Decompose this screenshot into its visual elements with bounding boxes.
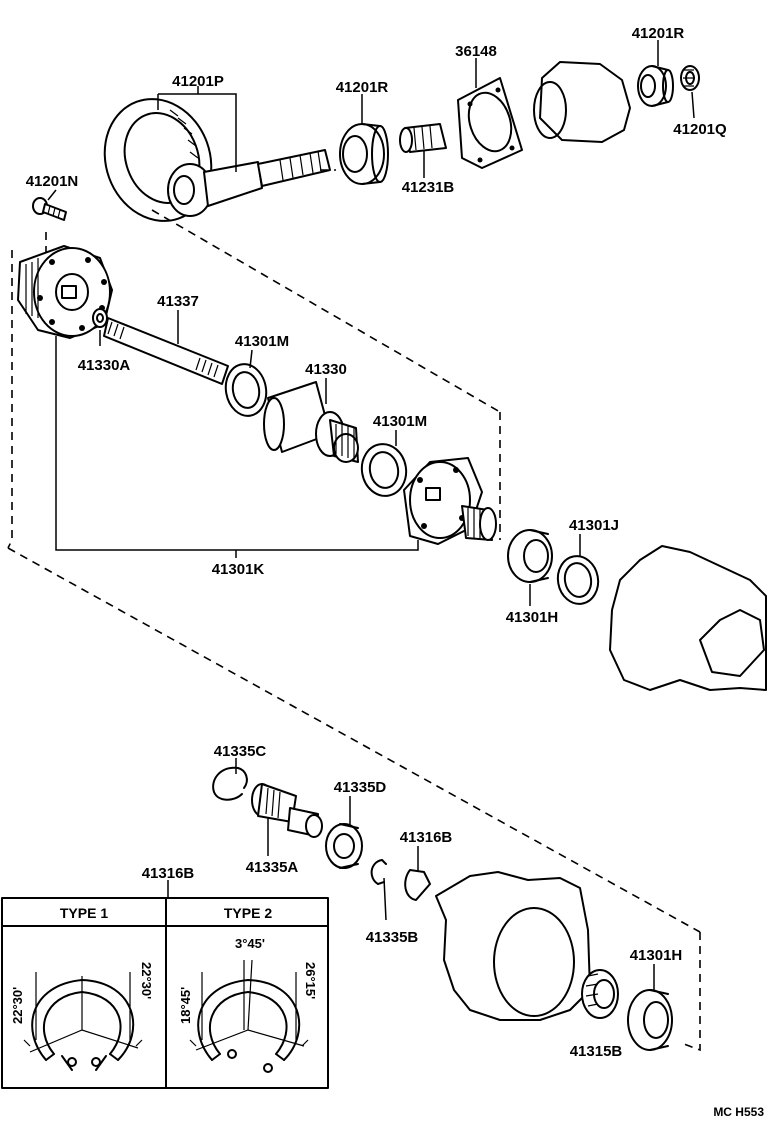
label-41335D: 41335D [334, 779, 387, 796]
label-41315B: 41315B [570, 1043, 623, 1060]
snap-ring-type-detail [1, 897, 329, 1089]
label-41201Q: 41201Q [673, 121, 727, 138]
part-labels: 41201P 41201R 36148 41201R 41201Q 41231B… [26, 25, 727, 1060]
transaxle-case-lower [435, 871, 591, 1021]
transaxle-case-right [609, 545, 767, 691]
bearing-41201R-right [637, 65, 674, 107]
label-41201R-top: 41201R [336, 79, 389, 96]
label-41301J: 41301J [569, 517, 619, 534]
type-2-title: TYPE 2 [224, 905, 272, 921]
label-41316B-a: 41316B [400, 829, 453, 846]
type-2-top-angle: 3°45' [235, 936, 265, 951]
type-2-left-angle: 18°45' [178, 987, 193, 1024]
label-41201N: 41201N [26, 173, 79, 190]
shaft-41335A [251, 783, 323, 838]
leader-lines [47, 40, 695, 990]
label-41201P: 41201P [172, 73, 224, 90]
label-41301K: 41301K [212, 561, 265, 578]
shim-41301J [556, 555, 600, 605]
label-41335A: 41335A [246, 859, 299, 876]
transaxle-cover [533, 61, 631, 143]
gear-41330 [263, 381, 359, 463]
washer-41301M-b [360, 443, 408, 497]
label-41337: 41337 [157, 293, 199, 310]
bearing-41201R-top [339, 123, 389, 185]
assembly-guide-lines [7, 169, 701, 1052]
diagram-code: MC H553 [713, 1105, 764, 1119]
ring-gear-pinion-assembly [103, 98, 331, 222]
label-41316B-b: 41316B [142, 865, 195, 882]
label-41301M-b: 41301M [373, 413, 427, 430]
label-41330A: 41330A [78, 357, 131, 374]
bearing-41335D [325, 823, 363, 869]
bolt-41201N [32, 197, 67, 221]
label-41301M-a: 41301M [235, 333, 289, 350]
type-1-left-angle: 22°30' [10, 987, 25, 1024]
oil-seal-41315B [581, 969, 619, 1019]
snap-ring-41335C [212, 766, 248, 801]
type-1-title: TYPE 1 [60, 905, 108, 921]
label-41231B: 41231B [402, 179, 455, 196]
differential-case-left [17, 245, 113, 339]
label-41301H-a: 41301H [506, 609, 559, 626]
bearing-41301H-b [627, 989, 673, 1051]
bearing-41201Q [680, 65, 700, 91]
shaft-41337 [103, 317, 229, 385]
washer-41301M-a [224, 363, 268, 417]
label-36148: 36148 [455, 43, 497, 60]
label-41301H-b: 41301H [630, 947, 683, 964]
label-41335C: 41335C [214, 743, 267, 760]
type-2-right-angle: 26°15' [303, 962, 318, 999]
spacer-41231B [399, 123, 447, 153]
label-41335B: 41335B [366, 929, 419, 946]
gasket-36148 [457, 77, 523, 169]
snap-ring-41335B [370, 859, 387, 885]
detail-labels: TYPE 1 TYPE 2 22°30' 22°30' 3°45' 18°45'… [10, 905, 318, 1024]
washer-41330A [92, 308, 108, 328]
snap-ring-41316B [404, 869, 431, 901]
bearing-41301H-a [507, 529, 553, 583]
label-41330: 41330 [305, 361, 347, 378]
label-41201R-right: 41201R [632, 25, 685, 42]
type-1-right-angle: 22°30' [139, 962, 154, 999]
differential-case-right [403, 457, 497, 545]
